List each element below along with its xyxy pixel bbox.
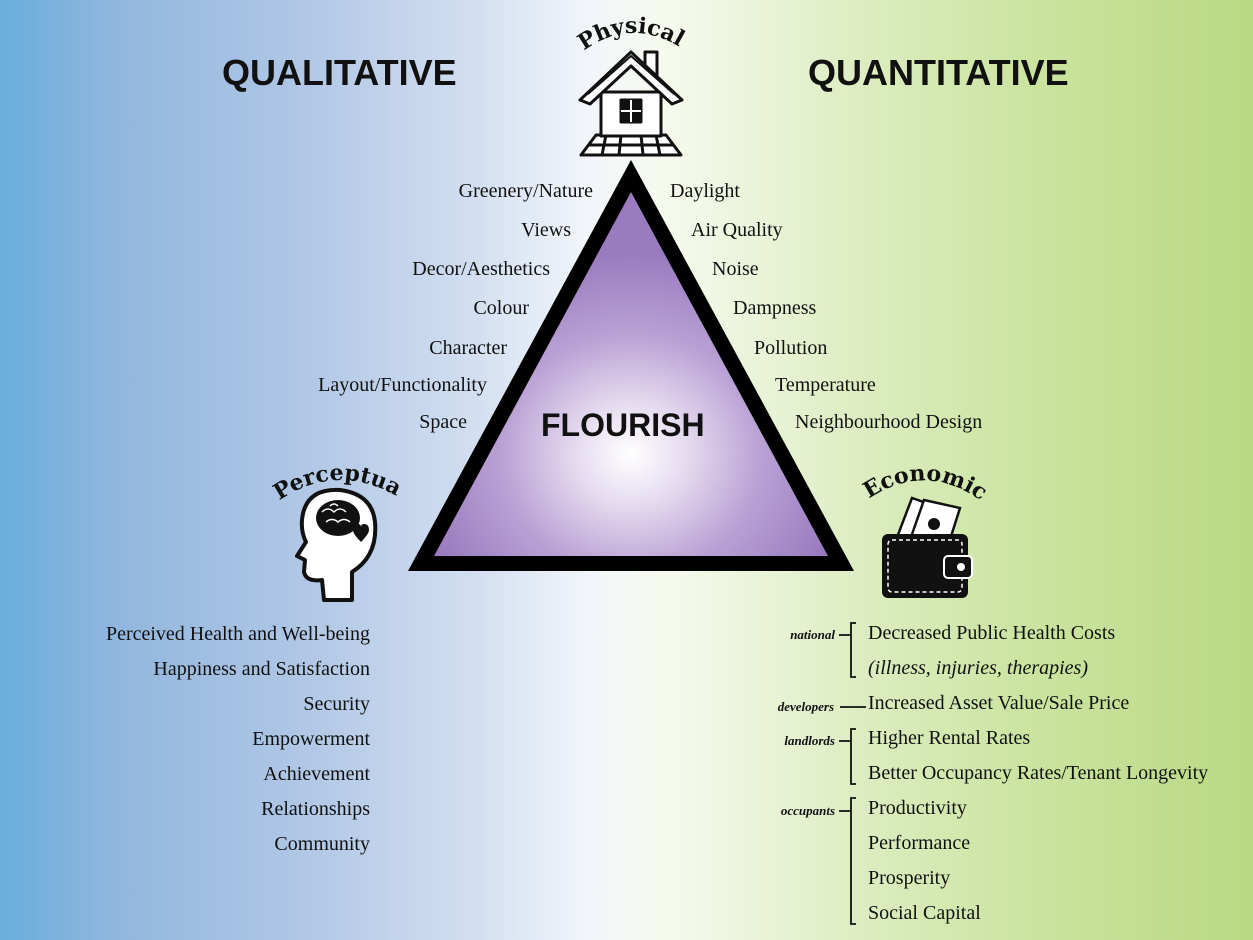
physical-qual-item: Layout/Functionality (318, 374, 487, 396)
physical-quant-item: Neighbourhood Design (795, 411, 983, 433)
head-brain-heart-icon (295, 487, 378, 602)
physical-qual-item: Greenery/Nature (458, 180, 593, 202)
physical-quant-item: Pollution (754, 337, 828, 359)
perceptual-item: Relationships (261, 798, 370, 820)
economic-item: Performance (868, 832, 971, 854)
house-icon (578, 50, 684, 157)
perceptual-item: Empowerment (252, 728, 370, 750)
physical-qual-item: Colour (473, 297, 529, 319)
economic-brackets (839, 622, 866, 925)
quantitative-heading: QUANTITATIVE (808, 52, 1069, 93)
economic-item: Better Occupancy Rates/Tenant Longevity (868, 762, 1209, 784)
physical-qual-item: Views (521, 219, 571, 241)
stakeholder-label: occupants (780, 803, 835, 818)
economic-item: Social Capital (868, 902, 981, 924)
economic-item-note: (illness, injuries, therapies) (868, 657, 1088, 679)
economic-item: Productivity (868, 797, 967, 819)
perceptual-item: Security (303, 693, 370, 715)
physical-qual-item: Space (419, 411, 467, 433)
physical-quant-item: Daylight (670, 180, 740, 202)
stakeholder-label: developers (777, 699, 834, 714)
economic-item: Decreased Public Health Costs (868, 622, 1116, 644)
physical-quant-item: Air Quality (691, 219, 783, 241)
physical-quant-item: Dampness (733, 297, 817, 319)
economic-item: Increased Asset Value/Sale Price (868, 692, 1130, 714)
qualitative-heading: QUALITATIVE (222, 52, 457, 93)
physical-quant-item: Noise (712, 258, 759, 280)
stakeholder-label: landlords (784, 733, 835, 748)
perceptual-item: Happiness and Satisfaction (153, 658, 370, 680)
economic-item: Prosperity (868, 867, 951, 889)
vertex-label-physical: Physical (573, 13, 689, 56)
stakeholder-label: national (790, 627, 835, 642)
perceptual-item: Achievement (263, 763, 370, 785)
economic-item: Higher Rental Rates (868, 727, 1031, 749)
flourish-label: FLOURISH (541, 407, 705, 443)
perceptual-item: Community (274, 833, 370, 855)
vertex-label-economic: Economic (859, 460, 992, 506)
physical-qual-item: Decor/Aesthetics (412, 258, 550, 280)
triangle-inner (434, 192, 828, 556)
physical-qual-item: Character (429, 337, 507, 359)
physical-quant-item: Temperature (775, 374, 876, 396)
wallet-money-icon (882, 496, 973, 598)
perceptual-item: Perceived Health and Well-being (105, 623, 370, 645)
